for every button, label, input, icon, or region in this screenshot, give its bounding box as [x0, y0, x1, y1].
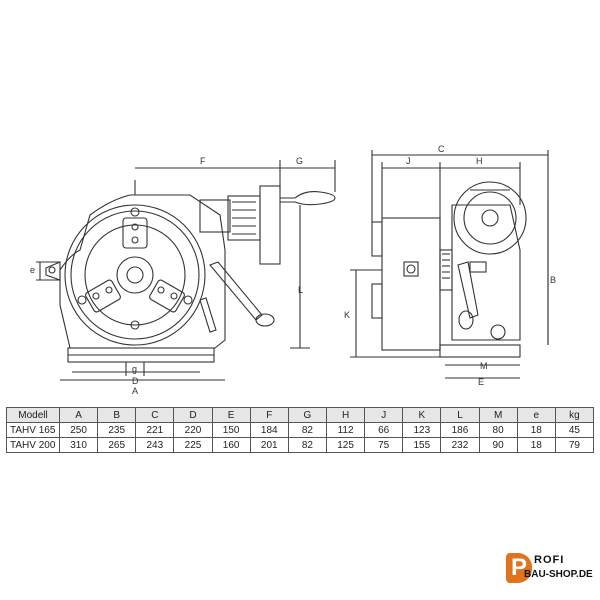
- table-cell: 220: [173, 422, 213, 438]
- column-header: K: [402, 407, 442, 423]
- column-header: M: [478, 407, 518, 423]
- table-cell: 201: [249, 437, 289, 453]
- logo-text-line1: ROFI: [534, 554, 565, 566]
- dim-label-a: A: [132, 386, 138, 396]
- table-cell: 225: [173, 437, 213, 453]
- table-cell: 235: [97, 422, 137, 438]
- table-row: TAHV 200 310 265 243 225 160 201 82 125 …: [6, 437, 595, 453]
- table-cell: TAHV 165: [6, 422, 60, 438]
- table-cell: 125: [325, 437, 366, 453]
- table-cell: 265: [97, 437, 137, 453]
- column-header: J: [364, 407, 404, 423]
- table-cell: 18: [516, 437, 556, 453]
- table-cell: 18: [516, 422, 556, 438]
- dim-label-f: F: [200, 156, 206, 166]
- table-cell: 243: [135, 437, 175, 453]
- table-cell: 66: [364, 422, 404, 438]
- spec-table: Modell A B C D E F G H J K L M e kg TAHV…: [6, 407, 595, 453]
- logo-text-line2: BAU-SHOP.DE: [524, 569, 593, 580]
- table-cell: TAHV 200: [6, 437, 60, 453]
- column-header: B: [97, 407, 137, 423]
- dim-label-l: L: [298, 285, 303, 295]
- table-cell: 75: [364, 437, 404, 453]
- column-header: kg: [554, 407, 595, 423]
- dim-label-j: J: [406, 156, 411, 166]
- dim-label-d: D: [132, 376, 139, 386]
- table-cell: 45: [554, 422, 595, 438]
- profi-bau-shop-logo: P ROFI BAU-SHOP.DE: [506, 551, 594, 591]
- table-cell: 80: [478, 422, 518, 438]
- logo-mark: P: [506, 553, 532, 583]
- table-cell: 150: [211, 422, 251, 438]
- table-cell: 82: [287, 437, 327, 453]
- column-header: F: [249, 407, 289, 423]
- column-header: G: [287, 407, 327, 423]
- table-cell: 79: [554, 437, 595, 453]
- column-header: D: [173, 407, 213, 423]
- dim-label-b: B: [550, 275, 556, 285]
- table-cell: 232: [440, 437, 480, 453]
- technical-drawing: A B C D E F G H J K L M e g: [30, 144, 556, 396]
- table-row: TAHV 165 250 235 221 220 150 184 82 112 …: [6, 422, 595, 438]
- dim-label-c: C: [438, 144, 445, 154]
- table-cell: 90: [478, 437, 518, 453]
- column-header: E: [211, 407, 251, 423]
- column-header: Modell: [6, 407, 60, 423]
- side-view: [350, 150, 549, 379]
- dim-label-e-upper: E: [478, 377, 484, 387]
- dim-label-m: M: [480, 361, 488, 371]
- column-header: L: [440, 407, 480, 423]
- front-view: [36, 160, 336, 381]
- table-cell: 250: [58, 422, 99, 438]
- dim-label-k: K: [344, 310, 350, 320]
- table-cell: 184: [249, 422, 289, 438]
- table-cell: 155: [402, 437, 442, 453]
- column-header: A: [58, 407, 99, 423]
- table-cell: 123: [402, 422, 442, 438]
- table-cell: 160: [211, 437, 251, 453]
- table-cell: 186: [440, 422, 480, 438]
- dim-label-h: H: [476, 156, 483, 166]
- table-cell: 221: [135, 422, 175, 438]
- column-header: C: [135, 407, 175, 423]
- dim-label-g-upper: G: [296, 156, 303, 166]
- table-cell: 82: [287, 422, 327, 438]
- table-header-row: Modell A B C D E F G H J K L M e kg: [6, 407, 595, 423]
- table-cell: 112: [325, 422, 366, 438]
- column-header: e: [516, 407, 556, 423]
- column-header: H: [325, 407, 366, 423]
- dim-label-e-lower: e: [30, 265, 35, 275]
- table-cell: 310: [58, 437, 99, 453]
- dim-label-g-lower: g: [132, 364, 137, 374]
